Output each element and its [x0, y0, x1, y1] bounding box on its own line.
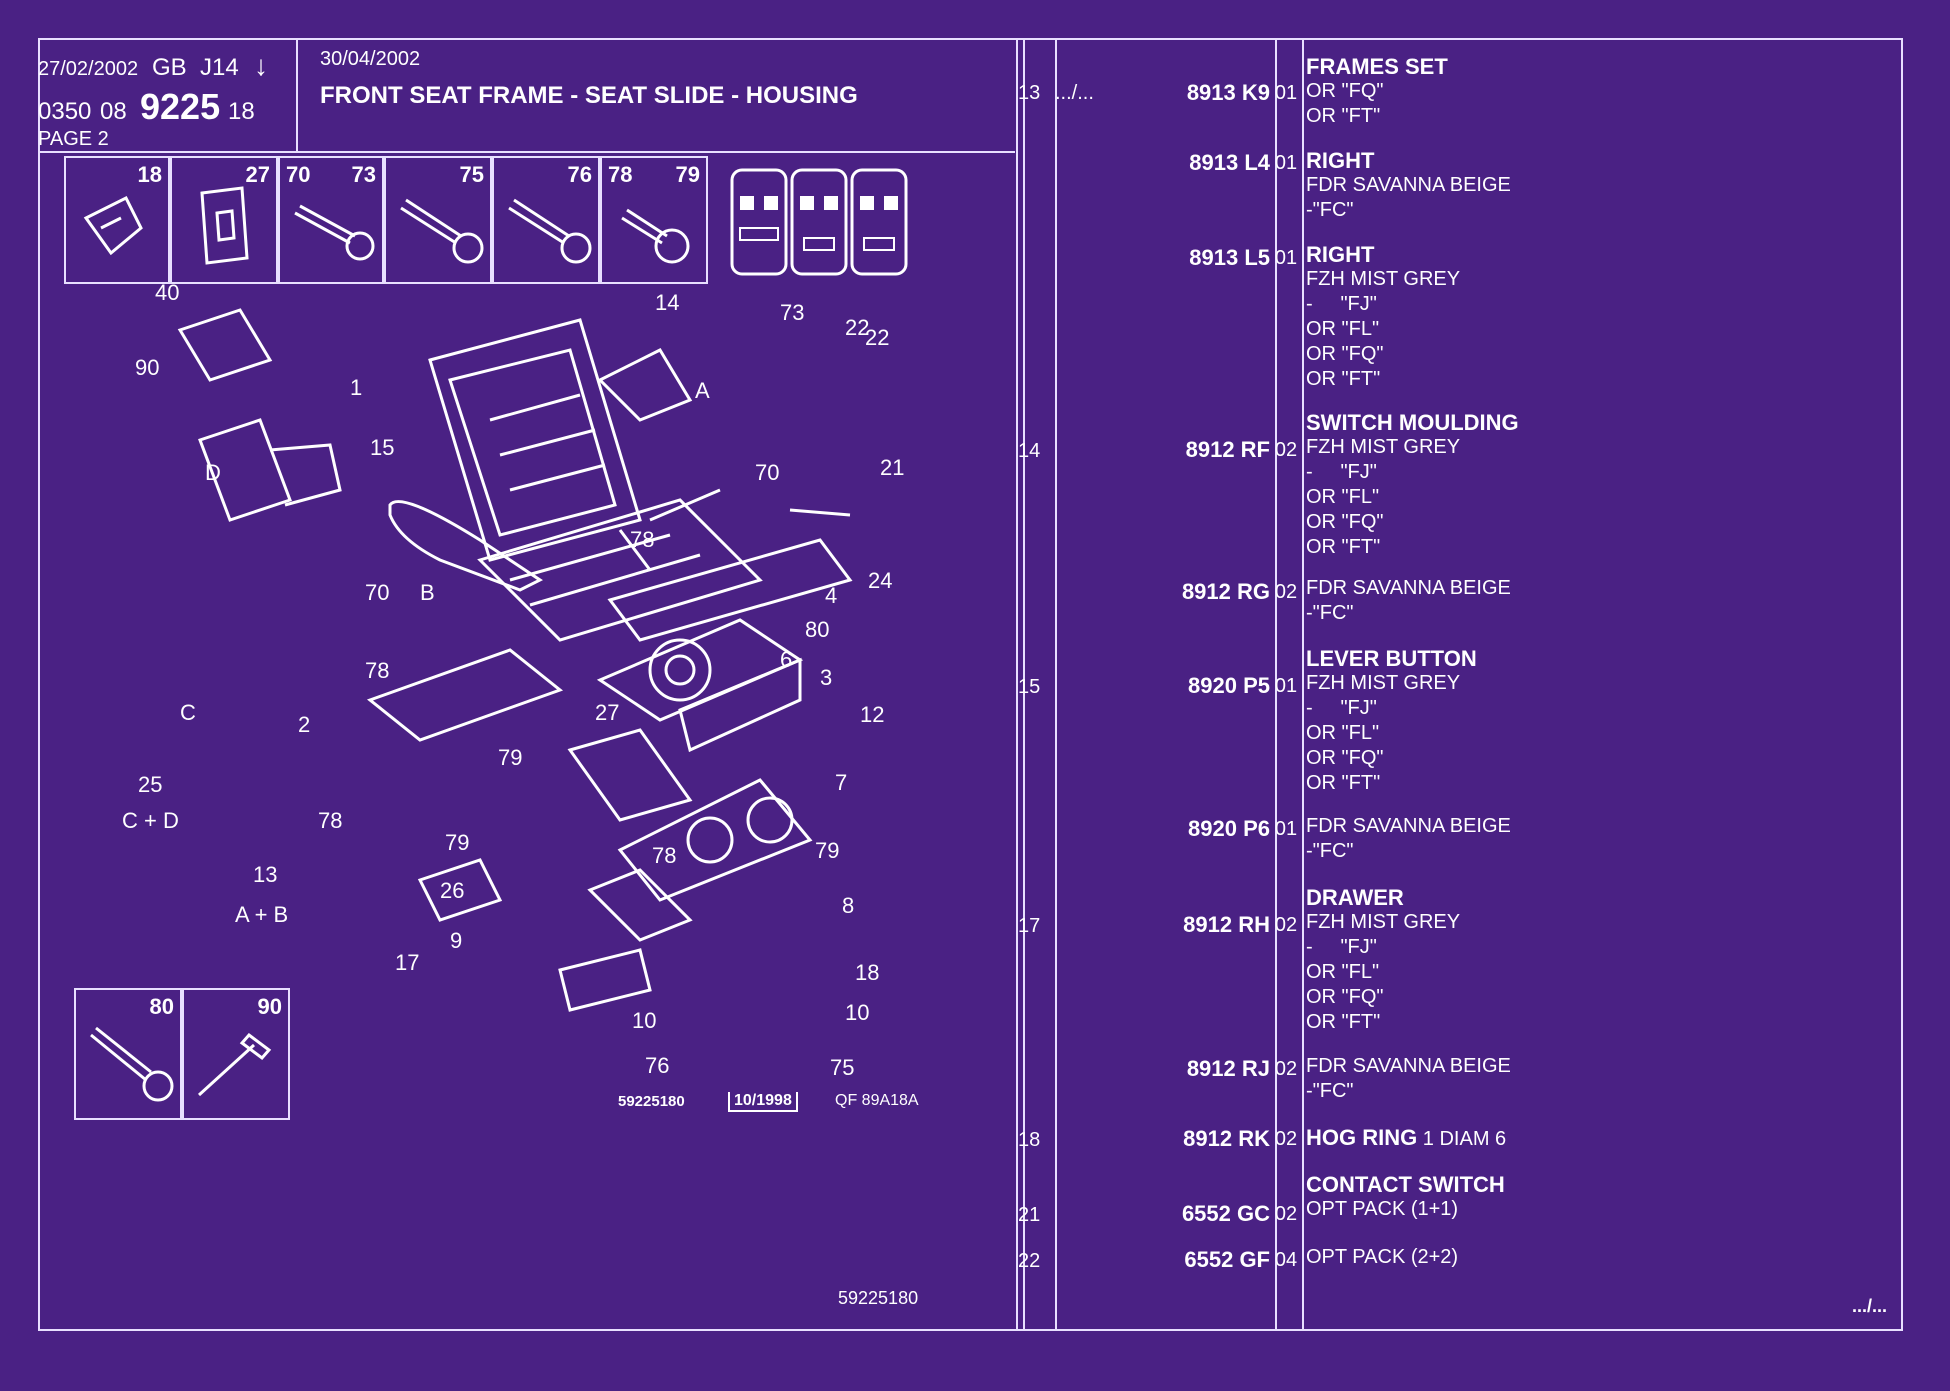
switch-moulding — [597, 348, 693, 422]
screw-icon — [294, 204, 375, 261]
callout-12: 12 — [860, 702, 884, 727]
thumb-plate-27: 27 — [170, 156, 278, 284]
continue-top: .../... — [1055, 82, 1094, 104]
rivet-icon — [197, 1032, 272, 1097]
callout-9: 9 — [450, 928, 462, 953]
bolt-icon — [400, 198, 484, 264]
callout-90: 90 — [135, 355, 159, 380]
header-date2: 30/04/2002 — [320, 48, 421, 70]
drawing-divider — [1016, 40, 1018, 1329]
callout-a: A — [695, 378, 710, 403]
callout-10b: 10 — [845, 1000, 869, 1025]
callout-75: 75 — [830, 1055, 854, 1080]
header-ref-b: 08 — [100, 98, 127, 125]
callout-22b: 22 — [865, 325, 889, 350]
continue-bottom: .../... — [1852, 1296, 1888, 1316]
header-page: PAGE 2 — [38, 128, 109, 150]
header-ref-main: 9225 — [140, 86, 221, 127]
bolt-icon — [508, 198, 592, 264]
callout-1: 1 — [350, 375, 362, 400]
callout-17: 17 — [395, 950, 419, 975]
callout-a-plus-b: A + B — [235, 902, 288, 927]
side-trim-b — [388, 500, 543, 592]
header-date1: 27/02/2002 — [38, 58, 139, 80]
col-divider-3 — [1275, 40, 1277, 1329]
header-divider-horizontal — [40, 151, 1015, 153]
callout-22a: 22 — [845, 315, 869, 340]
callout-3: 3 — [820, 665, 832, 690]
drawing-ref: 59225180 — [618, 1093, 685, 1110]
page-title: FRONT SEAT FRAME - SEAT SLIDE - HOUSING — [320, 82, 858, 109]
down-arrow-icon: ↓ — [254, 50, 268, 81]
thumb-screw-70-73: 70 73 — [278, 156, 384, 284]
callout-10a: 10 — [632, 1008, 656, 1033]
callout-70a: 70 — [755, 460, 779, 485]
callout-4: 4 — [825, 583, 837, 608]
callout-78a: 78 — [630, 527, 654, 552]
callout-c: C — [180, 700, 196, 725]
callout-25: 25 — [138, 772, 162, 797]
header-ref-a: 0350 — [38, 98, 92, 125]
col-divider-1 — [1023, 40, 1025, 1329]
thumb-screw-78-79: 78 79 — [600, 156, 708, 284]
callout-c-plus-d: C + D — [122, 808, 179, 833]
callout-21: 21 — [880, 455, 904, 480]
switch-pack-icon — [730, 168, 908, 276]
callout-73: 73 — [780, 300, 804, 325]
callout-13: 13 — [253, 862, 277, 887]
footer-ref: 59225180 — [838, 1288, 919, 1308]
callout-14: 14 — [655, 290, 679, 315]
thumb-clip-18: 18 — [64, 156, 170, 284]
callout-b: B — [420, 580, 435, 605]
thumb-bolt-76: 76 — [492, 156, 600, 284]
callout-70b: 70 — [365, 580, 389, 605]
header-divider-vertical — [296, 40, 298, 152]
header-ref-c: 18 — [228, 98, 255, 125]
callout-26: 26 — [440, 878, 464, 903]
drawing-code: QF 89A18A — [835, 1092, 919, 1109]
callout-7: 7 — [835, 770, 847, 795]
screw-icon — [90, 1026, 174, 1102]
plate-icon — [200, 186, 249, 265]
header-lang: GB — [152, 54, 187, 81]
callout-6: 6 — [780, 647, 792, 672]
callout-79c: 79 — [815, 838, 839, 863]
seat-frame-outline — [177, 308, 853, 1012]
callout-78b: 78 — [365, 658, 389, 683]
callout-80: 80 — [805, 617, 829, 642]
callout-76: 76 — [645, 1053, 669, 1078]
callout-2: 2 — [298, 712, 310, 737]
callout-78c: 78 — [318, 808, 342, 833]
callout-24: 24 — [868, 568, 892, 593]
page-frame — [38, 38, 1903, 1331]
callout-15: 15 — [370, 435, 394, 460]
col-divider-2 — [1055, 40, 1057, 1329]
callout-79a: 79 — [498, 745, 522, 770]
header-code: J14 — [200, 54, 239, 81]
callout-40: 40 — [155, 280, 179, 305]
callout-27: 27 — [595, 700, 619, 725]
callout-18: 18 — [855, 960, 879, 985]
clip-icon — [83, 195, 143, 256]
thumb-bolt-75: 75 — [384, 156, 492, 284]
callout-78d: 78 — [652, 843, 676, 868]
drawing-date: 10/1998 — [728, 1092, 798, 1112]
callout-79b: 79 — [445, 830, 469, 855]
screw-icon — [621, 208, 690, 264]
col-divider-4 — [1302, 40, 1304, 1329]
thumb-screw-80: 80 — [74, 988, 182, 1120]
callout-d: D — [205, 460, 221, 485]
callout-8: 8 — [842, 893, 854, 918]
motor-cover — [177, 308, 273, 382]
thumb-rivet-90: 90 — [182, 988, 290, 1120]
motor-unit — [198, 418, 292, 522]
exploded-seat-drawing: 40 90 1 15 D 14 73 22 22 A 21 70 78 70 B… — [122, 280, 904, 1080]
